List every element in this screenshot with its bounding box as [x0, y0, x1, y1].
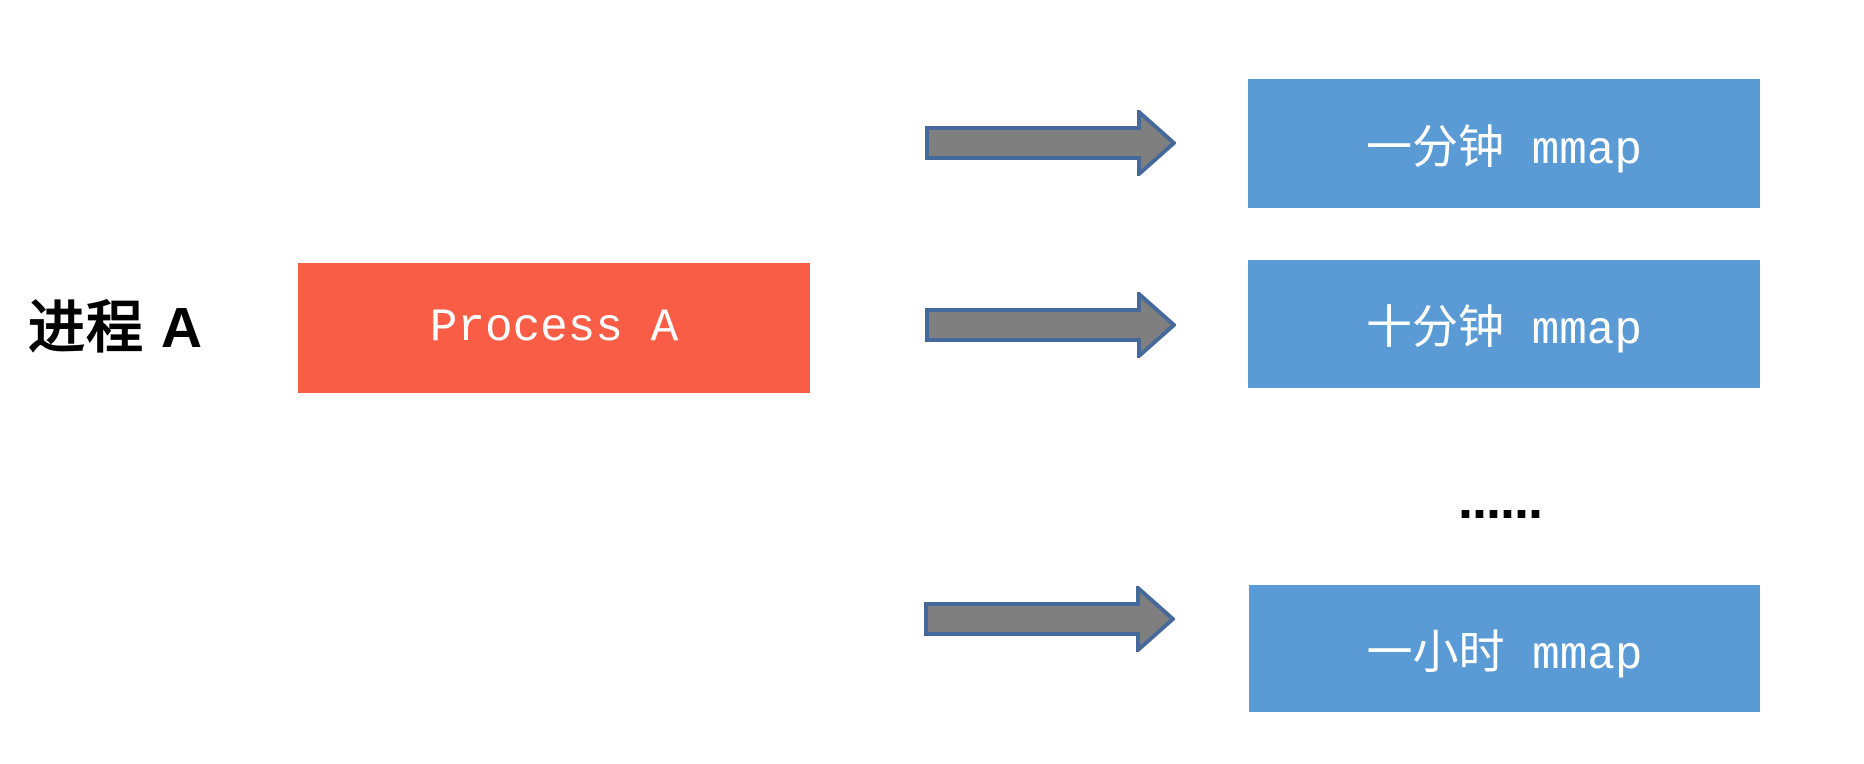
process-a-box: Process A	[298, 263, 810, 393]
mmap-box-ten-minutes: 十分钟 mmap	[1248, 260, 1760, 388]
right-arrow-icon	[925, 110, 1176, 176]
right-arrow-shape	[925, 110, 1176, 176]
right-arrow-icon	[924, 586, 1175, 652]
process-a-label: 进程 A	[28, 296, 203, 360]
mmap-box-one-hour: 一小时 mmap	[1249, 585, 1760, 712]
mmap-box-one-minute: 一分钟 mmap	[1248, 79, 1760, 208]
right-arrow-shape	[925, 292, 1176, 358]
ellipsis-dots: ......	[1457, 470, 1543, 530]
right-arrow-icon	[925, 292, 1176, 358]
right-arrow-shape	[924, 586, 1175, 652]
